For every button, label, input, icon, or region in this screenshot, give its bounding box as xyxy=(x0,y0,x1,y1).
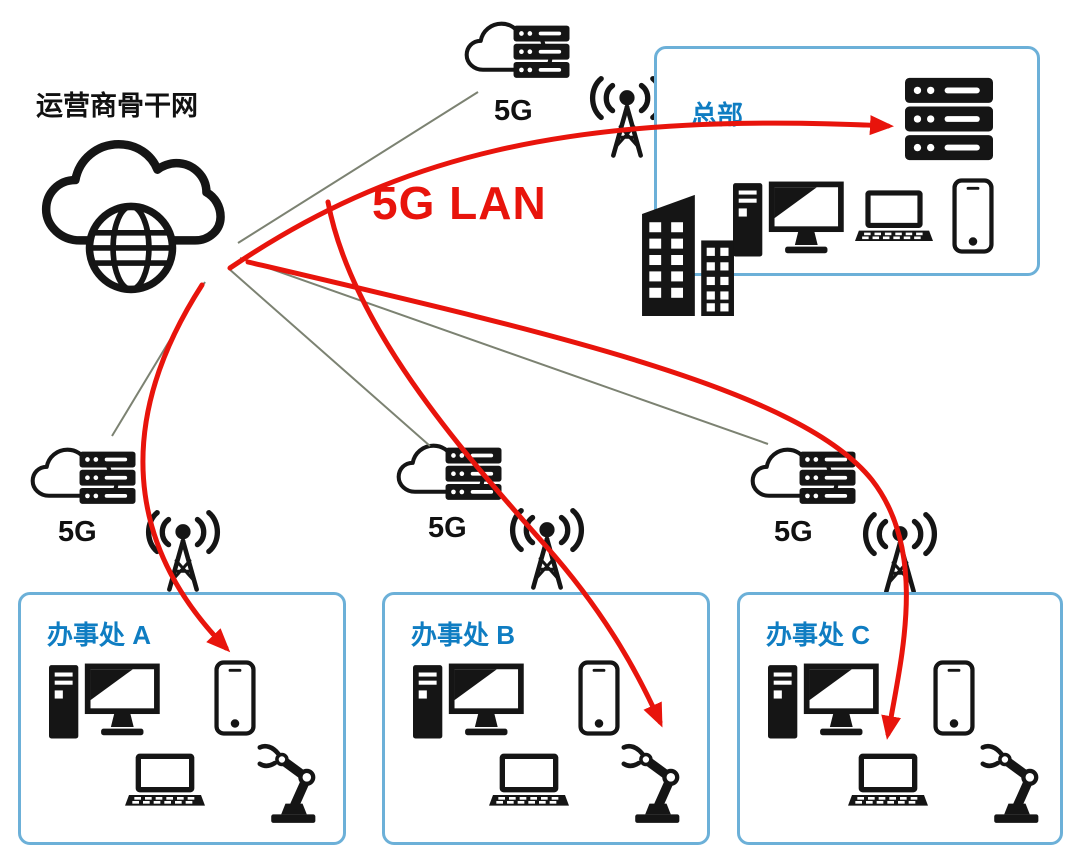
office-c-box: 办事处 C xyxy=(737,592,1063,845)
phone-icon xyxy=(951,177,995,255)
desktop-icon xyxy=(49,663,163,739)
office-a-antenna-icon xyxy=(126,510,240,596)
server-rack-icon xyxy=(905,77,993,161)
backbone-cloud-globe-icon xyxy=(32,126,230,302)
hq-5g-cloud-icon xyxy=(462,6,574,98)
laptop-icon xyxy=(125,753,205,809)
lan-label: 5G LAN xyxy=(372,177,547,229)
office-c-5g-cloud-icon xyxy=(748,432,860,524)
laptop-icon xyxy=(855,189,933,245)
laptop-icon xyxy=(848,753,928,809)
desktop-icon xyxy=(733,181,847,257)
backbone-link-office-a xyxy=(111,281,206,437)
robot-arm-icon xyxy=(976,741,1058,825)
laptop-icon xyxy=(489,753,569,809)
office-a-5g-label: 5G xyxy=(58,516,97,548)
robot-arm-icon xyxy=(253,741,335,825)
backbone-label: 运营商骨干网 xyxy=(36,91,198,121)
phone-icon xyxy=(932,659,976,737)
office-b-5g-cloud-icon xyxy=(394,428,506,520)
hq-5g-label: 5G xyxy=(494,95,533,127)
office-b-5g-label: 5G xyxy=(428,512,467,544)
office-a-label: 办事处 A xyxy=(47,620,152,650)
office-a-box: 办事处 A xyxy=(18,592,346,845)
phone-icon xyxy=(213,659,257,737)
office-a-5g-cloud-icon xyxy=(28,432,140,524)
office-c-label: 办事处 C xyxy=(766,620,871,650)
office-c-5g-label: 5G xyxy=(774,516,813,548)
desktop-icon xyxy=(413,663,527,739)
hq-building-icon xyxy=(616,184,740,316)
backbone-link-office-b xyxy=(227,267,431,447)
office-c-antenna-icon xyxy=(843,512,957,598)
office-b-box: 办事处 B xyxy=(382,592,710,845)
phone-icon xyxy=(577,659,621,737)
desktop-icon xyxy=(768,663,882,739)
hq-label: 总部 xyxy=(691,100,744,130)
robot-arm-icon xyxy=(617,741,699,825)
office-b-antenna-icon xyxy=(490,508,604,594)
office-b-label: 办事处 B xyxy=(411,620,516,650)
